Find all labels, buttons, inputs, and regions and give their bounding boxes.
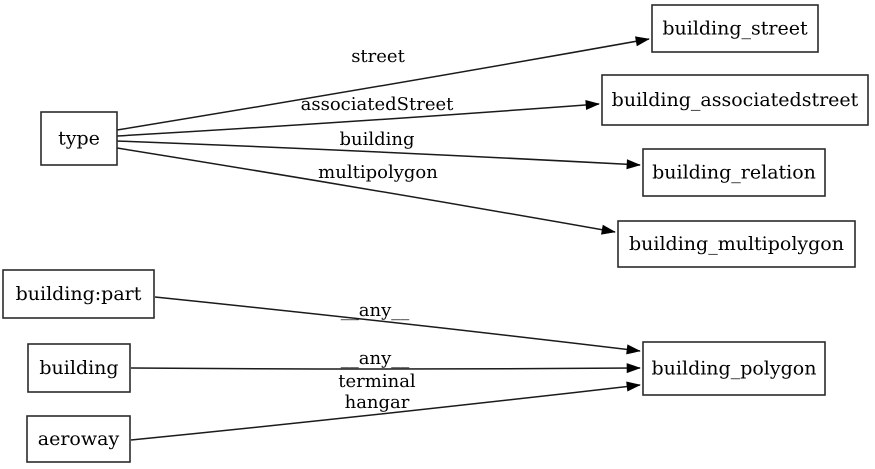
edge-line [130, 367, 641, 370]
edge-buildingpart-polygon [154, 296, 641, 355]
edge-line [130, 384, 641, 441]
node-building[interactable]: building [27, 343, 131, 393]
edges-layer [116, 36, 650, 441]
edge-label: building [339, 129, 414, 150]
edge-type-building [116, 140, 641, 170]
edge-line [116, 147, 616, 233]
edge-arrowhead [626, 159, 641, 170]
edge-arrowhead [601, 224, 616, 235]
node-aeroway[interactable]: aeroway [26, 415, 131, 463]
node-box[interactable] [651, 4, 819, 53]
node-box[interactable] [642, 341, 826, 396]
node-box[interactable] [27, 343, 131, 393]
node-label: type [58, 128, 100, 150]
edge-type-street [116, 36, 650, 131]
edge-type-multipolygon [116, 147, 616, 235]
node-building_associatedstreet[interactable]: building_associatedstreet [601, 74, 869, 126]
node-label: building_multipolygon [629, 233, 844, 255]
edge-line [116, 103, 600, 137]
edge-label: __any__ [341, 300, 410, 321]
node-box[interactable] [617, 220, 856, 268]
edge-building-polygon [130, 363, 641, 374]
node-building_relation[interactable]: building_relation [642, 148, 826, 197]
edge-type-associatedstreet [116, 99, 600, 137]
edge-line [116, 38, 650, 131]
node-building_part[interactable]: building:part [2, 269, 155, 319]
edge-label: associatedStreet [301, 94, 454, 115]
edge-label: street [351, 46, 405, 67]
node-box[interactable] [2, 269, 155, 319]
edge-arrowhead [635, 36, 650, 47]
node-building_polygon[interactable]: building_polygon [642, 341, 826, 396]
node-label: building_relation [652, 162, 816, 184]
nodes-layer: type building_street building_associatedst… [2, 4, 869, 463]
node-box[interactable] [26, 415, 131, 463]
node-label: building_polygon [652, 358, 817, 380]
node-label: building [39, 357, 118, 379]
node-label: aeroway [38, 428, 120, 450]
edge-line [116, 140, 641, 166]
node-box[interactable] [40, 111, 118, 166]
edge-arrowhead [585, 99, 600, 111]
edge-arrowhead [626, 344, 641, 355]
node-building_street[interactable]: building_street [651, 4, 819, 53]
edge-labels-layer: street associatedStreet building multipolyg… [301, 46, 454, 413]
node-building_multipolygon[interactable]: building_multipolygon [617, 220, 856, 268]
edge-arrowhead [626, 381, 641, 392]
edge-label: __any__ [341, 348, 410, 369]
node-box[interactable] [601, 74, 869, 126]
node-label: building_associatedstreet [612, 89, 859, 111]
node-label: building:part [16, 283, 142, 305]
edge-label: terminal [338, 371, 416, 392]
node-box[interactable] [642, 148, 826, 197]
node-label: building_street [662, 18, 808, 40]
node-type[interactable]: type [40, 111, 118, 166]
edge-label: hangar [345, 392, 410, 413]
edge-label: multipolygon [318, 162, 438, 183]
edge-aeroway-polygon [130, 381, 641, 441]
edge-line [154, 296, 641, 352]
edge-arrowhead [626, 363, 641, 374]
